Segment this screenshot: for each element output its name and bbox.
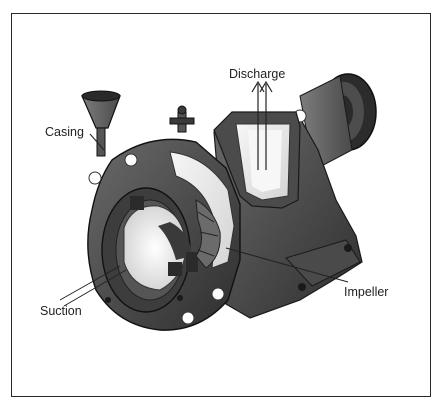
leader-lines	[59, 133, 349, 307]
casing	[87, 138, 241, 331]
label-discharge: Discharge	[229, 67, 286, 81]
priming-funnel	[81, 90, 121, 157]
label-suction: Suction	[40, 304, 82, 318]
label-casing: Casing	[45, 125, 84, 139]
discharge-nozzle	[213, 111, 301, 209]
impeller	[195, 199, 221, 269]
discharge-arrows	[251, 80, 273, 170]
vent-valve	[169, 105, 195, 133]
label-impeller: Impeller	[344, 285, 389, 299]
